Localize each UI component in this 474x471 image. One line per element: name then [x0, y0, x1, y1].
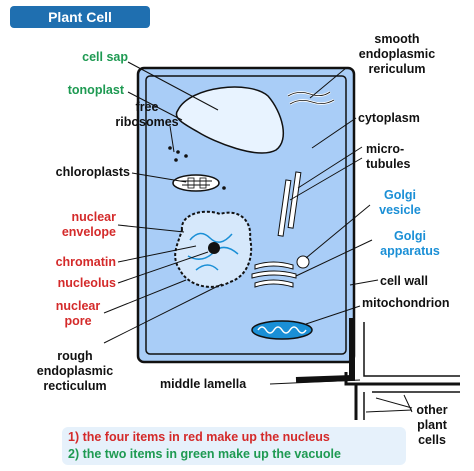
cell-membrane — [145, 75, 347, 355]
label-other-plant-cells: other plant cells — [416, 403, 448, 447]
label-chromatin: chromatin — [55, 255, 116, 269]
label-cytoplasm: cytoplasm — [358, 111, 420, 125]
vacuole — [175, 86, 285, 154]
label-cell-wall: cell wall — [380, 274, 428, 288]
label-mitochondrion: mitochondrion — [362, 296, 450, 310]
label-middle-lamella: middle lamella — [160, 377, 247, 391]
nucleolus — [208, 242, 220, 254]
label-nuclear-pore: nuclear pore — [55, 299, 101, 328]
label-microtubules: micro- tubules — [366, 142, 411, 171]
label-cell-sap: cell sap — [82, 50, 128, 64]
legend-vacuole-line: 2) the two items in green make up the va… — [68, 447, 341, 461]
golgi-vesicle — [296, 255, 310, 269]
cell-wall-outer — [136, 66, 356, 364]
label-tonoplast: tonoplast — [67, 83, 124, 97]
leader-lines — [103, 61, 413, 413]
golgi-apparatus — [251, 261, 297, 288]
legend-nucleus-line: 1) the four items in red make up the nuc… — [68, 430, 330, 444]
label-nucleolus: nucleolus — [57, 276, 116, 290]
diagram-title: Plant Cell — [10, 6, 150, 28]
label-golgi-vesicle: Golgi vesicle — [379, 188, 421, 217]
nucleus — [174, 210, 253, 288]
chloroplast — [172, 174, 220, 192]
label-golgi-apparatus: Golgi apparatus — [380, 229, 440, 258]
legend-box: 1) the four items in red make up the nuc… — [62, 427, 406, 465]
label-chloroplasts: chloroplasts — [55, 165, 130, 179]
microtubules — [277, 171, 302, 237]
neighbouring-cells — [295, 318, 460, 420]
label-smooth-er: smooth endoplasmic rericulum — [358, 32, 436, 76]
mitochondrion — [251, 320, 313, 340]
label-free-ribosomes: free ribosomes — [115, 100, 179, 129]
free-ribosomes — [168, 146, 226, 190]
label-rough-er: rough endoplasmic recticulum — [36, 349, 114, 393]
label-nuclear-envelope: nuclear envelope — [61, 210, 116, 239]
